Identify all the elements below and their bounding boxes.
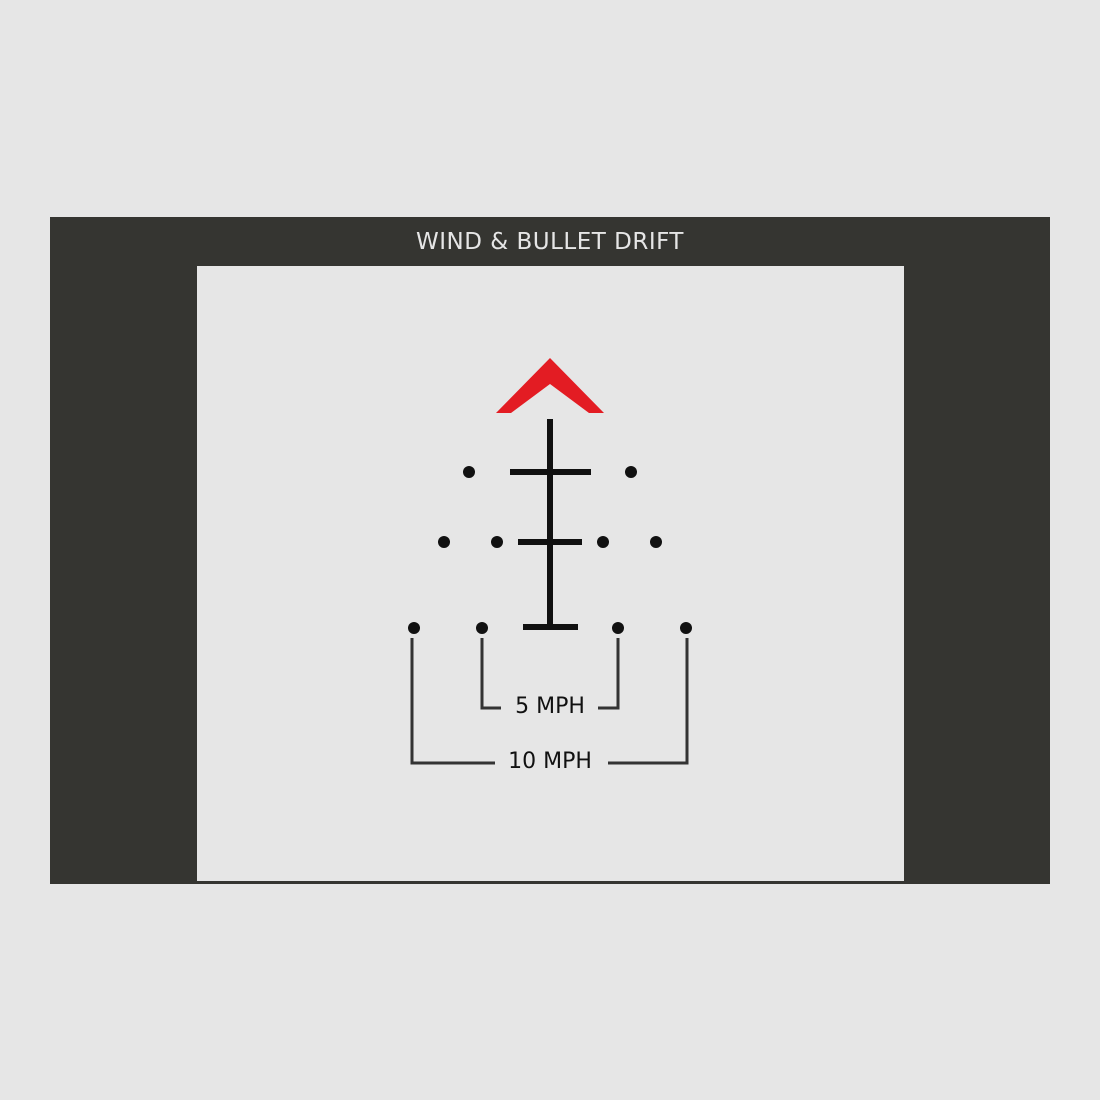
bracket-inner-left bbox=[480, 638, 501, 710]
bracket-inner-right bbox=[598, 638, 620, 710]
red-chevron-icon bbox=[496, 358, 604, 413]
wind-dot bbox=[476, 622, 488, 634]
reticle-svg: 5 MPH 10 MPH bbox=[408, 358, 692, 774]
wind-dot bbox=[463, 466, 475, 478]
wind-dot bbox=[408, 622, 420, 634]
wind-dot bbox=[438, 536, 450, 548]
reticle-bar-top bbox=[510, 469, 591, 475]
reticle-bar-middle bbox=[518, 539, 582, 545]
wind-dot bbox=[612, 622, 624, 634]
wind-dot bbox=[597, 536, 609, 548]
wind-dot bbox=[491, 536, 503, 548]
wind-dot bbox=[625, 466, 637, 478]
wind-dot bbox=[650, 536, 662, 548]
reticle-post bbox=[547, 419, 553, 628]
bracket-outer-right bbox=[608, 638, 689, 765]
bracket-outer-left bbox=[410, 638, 495, 765]
page-title: WIND & BULLET DRIFT bbox=[416, 229, 684, 255]
reticle-diagram: 5 MPH 10 MPH bbox=[197, 266, 904, 881]
label-5-mph: 5 MPH bbox=[515, 694, 585, 719]
reticle-bar-bottom bbox=[523, 624, 578, 630]
wind-dot bbox=[680, 622, 692, 634]
label-10-mph: 10 MPH bbox=[508, 749, 592, 774]
